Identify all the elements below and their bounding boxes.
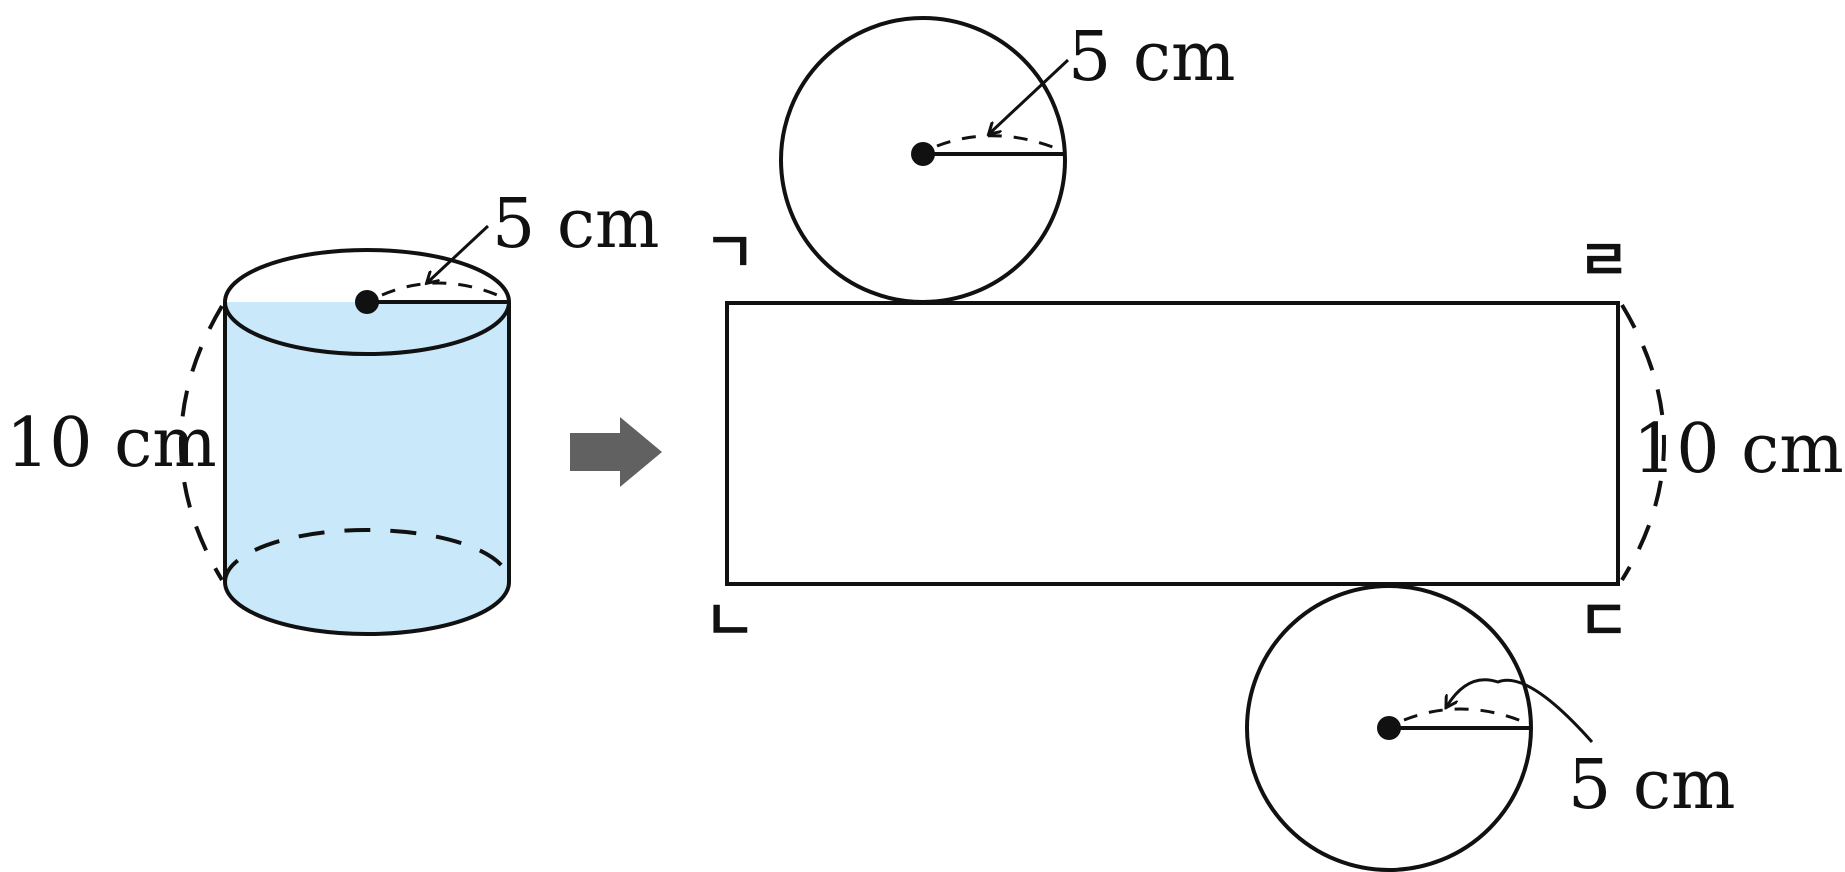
cylinder-bottom-front-edge	[223, 581, 511, 636]
cylinder-body	[225, 302, 509, 634]
cylinder-figure: 5 cm 10 cm	[6, 185, 659, 636]
cylinder-net: 5 cm 5 cm 10 cm ㄱ ㄴ ㄷ ㄹ	[704, 16, 1844, 872]
net-bottom-radius-label: 5 cm	[1568, 746, 1735, 825]
right-arrow-icon	[570, 417, 662, 487]
net-side-height-label: 10 cm	[1633, 410, 1844, 489]
net-bottom-radius-leader-arrow	[1447, 678, 1594, 743]
corner-label-top-right: ㄹ	[1578, 229, 1630, 294]
net-bottom-circle	[1245, 584, 1533, 872]
cylinder-height-label: 10 cm	[6, 404, 217, 483]
corner-label-bottom-right: ㄷ	[1578, 589, 1630, 654]
net-bottom-radius-dimension	[1403, 707, 1525, 724]
net-top-radius-label: 5 cm	[1068, 18, 1235, 97]
corner-label-bottom-left: ㄴ	[704, 589, 756, 654]
net-top-radius-dimension	[936, 134, 1059, 151]
corner-label-top-left: ㄱ	[704, 221, 756, 286]
net-side-rectangle	[725, 301, 1620, 586]
cylinder-radius-leader-arrow	[428, 224, 490, 282]
cylinder-height-dimension	[179, 304, 224, 582]
cylinder-bottom-hidden-edge	[223, 528, 511, 583]
net-side-height-dimension	[1620, 303, 1666, 582]
net-top-radius-leader-arrow	[990, 58, 1070, 133]
net-top-circle	[779, 16, 1067, 304]
cylinder-radius-dimension	[381, 281, 503, 299]
cylinder-radius-label: 5 cm	[492, 185, 659, 264]
